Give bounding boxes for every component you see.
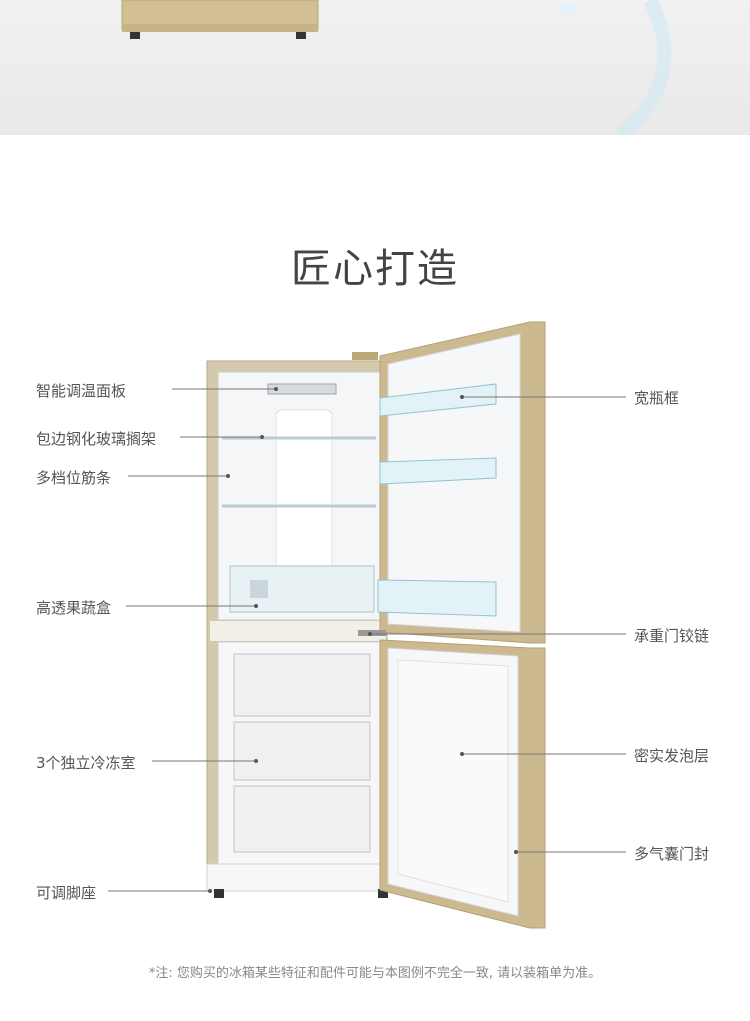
freezer-drawer-3 — [233, 785, 371, 853]
foot-right — [378, 889, 388, 898]
label-hinge: 承重门铰链 — [634, 627, 710, 645]
door-foam-panel — [397, 659, 509, 903]
label-control-panel: 智能调温面板 — [36, 382, 127, 400]
banner-graphic — [121, 0, 672, 135]
top-hinge — [352, 352, 378, 360]
label-feet: 可调脚座 — [36, 884, 97, 902]
product-banner — [0, 0, 750, 135]
foot-left — [214, 889, 224, 898]
label-crisper: 高透果蔬盒 — [36, 599, 112, 617]
label-shelf-ribs: 多档位筋条 — [36, 469, 112, 487]
label-seal: 多气囊门封 — [634, 845, 710, 863]
freezer-drawer-1 — [233, 653, 371, 717]
door-rack-1 — [379, 383, 497, 417]
disclaimer-footnote: *注: 您购买的冰箱某些特征和配件可能与本图例不完全一致, 请以装箱单为准。 — [148, 966, 602, 981]
door-rack-3 — [377, 579, 497, 617]
freezer-drawer-2 — [233, 721, 371, 781]
label-glass-shelf: 包边钢化玻璃搁架 — [36, 430, 157, 448]
section-title: 匠心打造 — [291, 246, 459, 292]
control-panel — [267, 383, 337, 395]
crisper-vent — [250, 580, 268, 598]
base-panel — [206, 863, 388, 892]
leader-dots — [208, 387, 518, 893]
door-rack-2 — [379, 457, 497, 485]
label-freezer: 3个独立冷冻室 — [36, 754, 136, 772]
door-hinge — [358, 630, 386, 636]
back-duct — [275, 409, 333, 571]
label-bottle-rack: 宽瓶框 — [634, 389, 680, 407]
divider — [210, 621, 386, 641]
label-foam: 密实发泡层 — [634, 747, 710, 765]
leader-lines — [108, 388, 626, 892]
